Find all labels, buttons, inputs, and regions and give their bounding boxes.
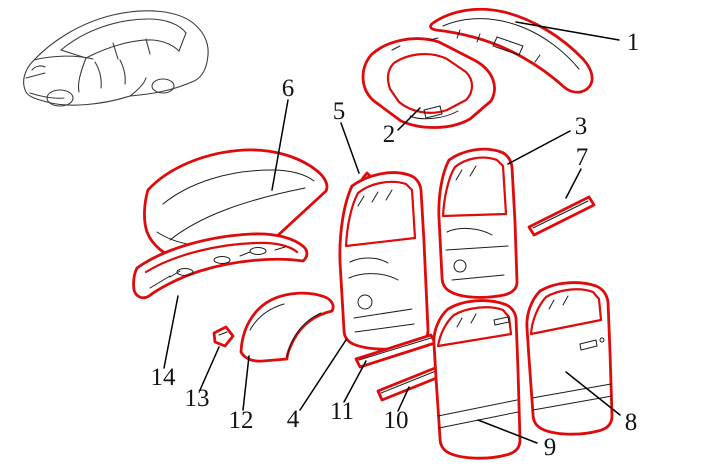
callout-label-6: 6 [282, 75, 295, 102]
callout-label-5: 5 [333, 98, 346, 125]
leader-line-3 [507, 130, 571, 165]
callout-label-14: 14 [151, 364, 177, 391]
leader-line-8 [565, 371, 621, 416]
leader-lines [163, 21, 621, 444]
part-rear-door-panel [432, 299, 522, 460]
leader-line-6 [271, 99, 289, 191]
leader-line-5 [340, 122, 360, 174]
callout-label-9: 9 [544, 434, 557, 461]
callout-label-4: 4 [287, 406, 300, 433]
callout-label-11: 11 [330, 398, 354, 425]
callout-labels: 1 2 3 4 5 6 7 8 9 10 11 12 13 14 [151, 29, 640, 461]
callout-label-12: 12 [229, 407, 254, 434]
part-bracket [212, 325, 235, 348]
leader-line-13 [199, 346, 220, 391]
leader-line-10 [397, 386, 410, 412]
part-front-fender [239, 291, 335, 363]
leader-line-14 [163, 295, 179, 369]
callout-label-1: 1 [627, 29, 640, 56]
leader-line-9 [477, 419, 538, 444]
part-liftgate-spoiler [429, 7, 594, 94]
callout-label-13: 13 [185, 385, 210, 412]
callout-label-3: 3 [575, 113, 588, 140]
callout-label-10: 10 [384, 407, 409, 434]
vehicle-body-sketch [23, 10, 209, 107]
part-rear-door-frame [437, 147, 519, 299]
part-rear-door [525, 281, 614, 436]
callout-label-8: 8 [625, 409, 638, 436]
leader-line-12 [242, 355, 250, 411]
callout-label-7: 7 [576, 144, 589, 171]
callout-label-2: 2 [383, 121, 396, 148]
part-front-door [338, 171, 430, 351]
leader-line-2 [397, 107, 421, 131]
part-liftgate [361, 37, 496, 129]
leader-line-1 [515, 21, 620, 41]
part-side-molding [527, 195, 596, 237]
part-hood-inner-panel [132, 232, 309, 300]
leader-line-7 [565, 168, 582, 199]
leader-line-4 [299, 339, 347, 411]
leader-line-11 [343, 360, 367, 403]
